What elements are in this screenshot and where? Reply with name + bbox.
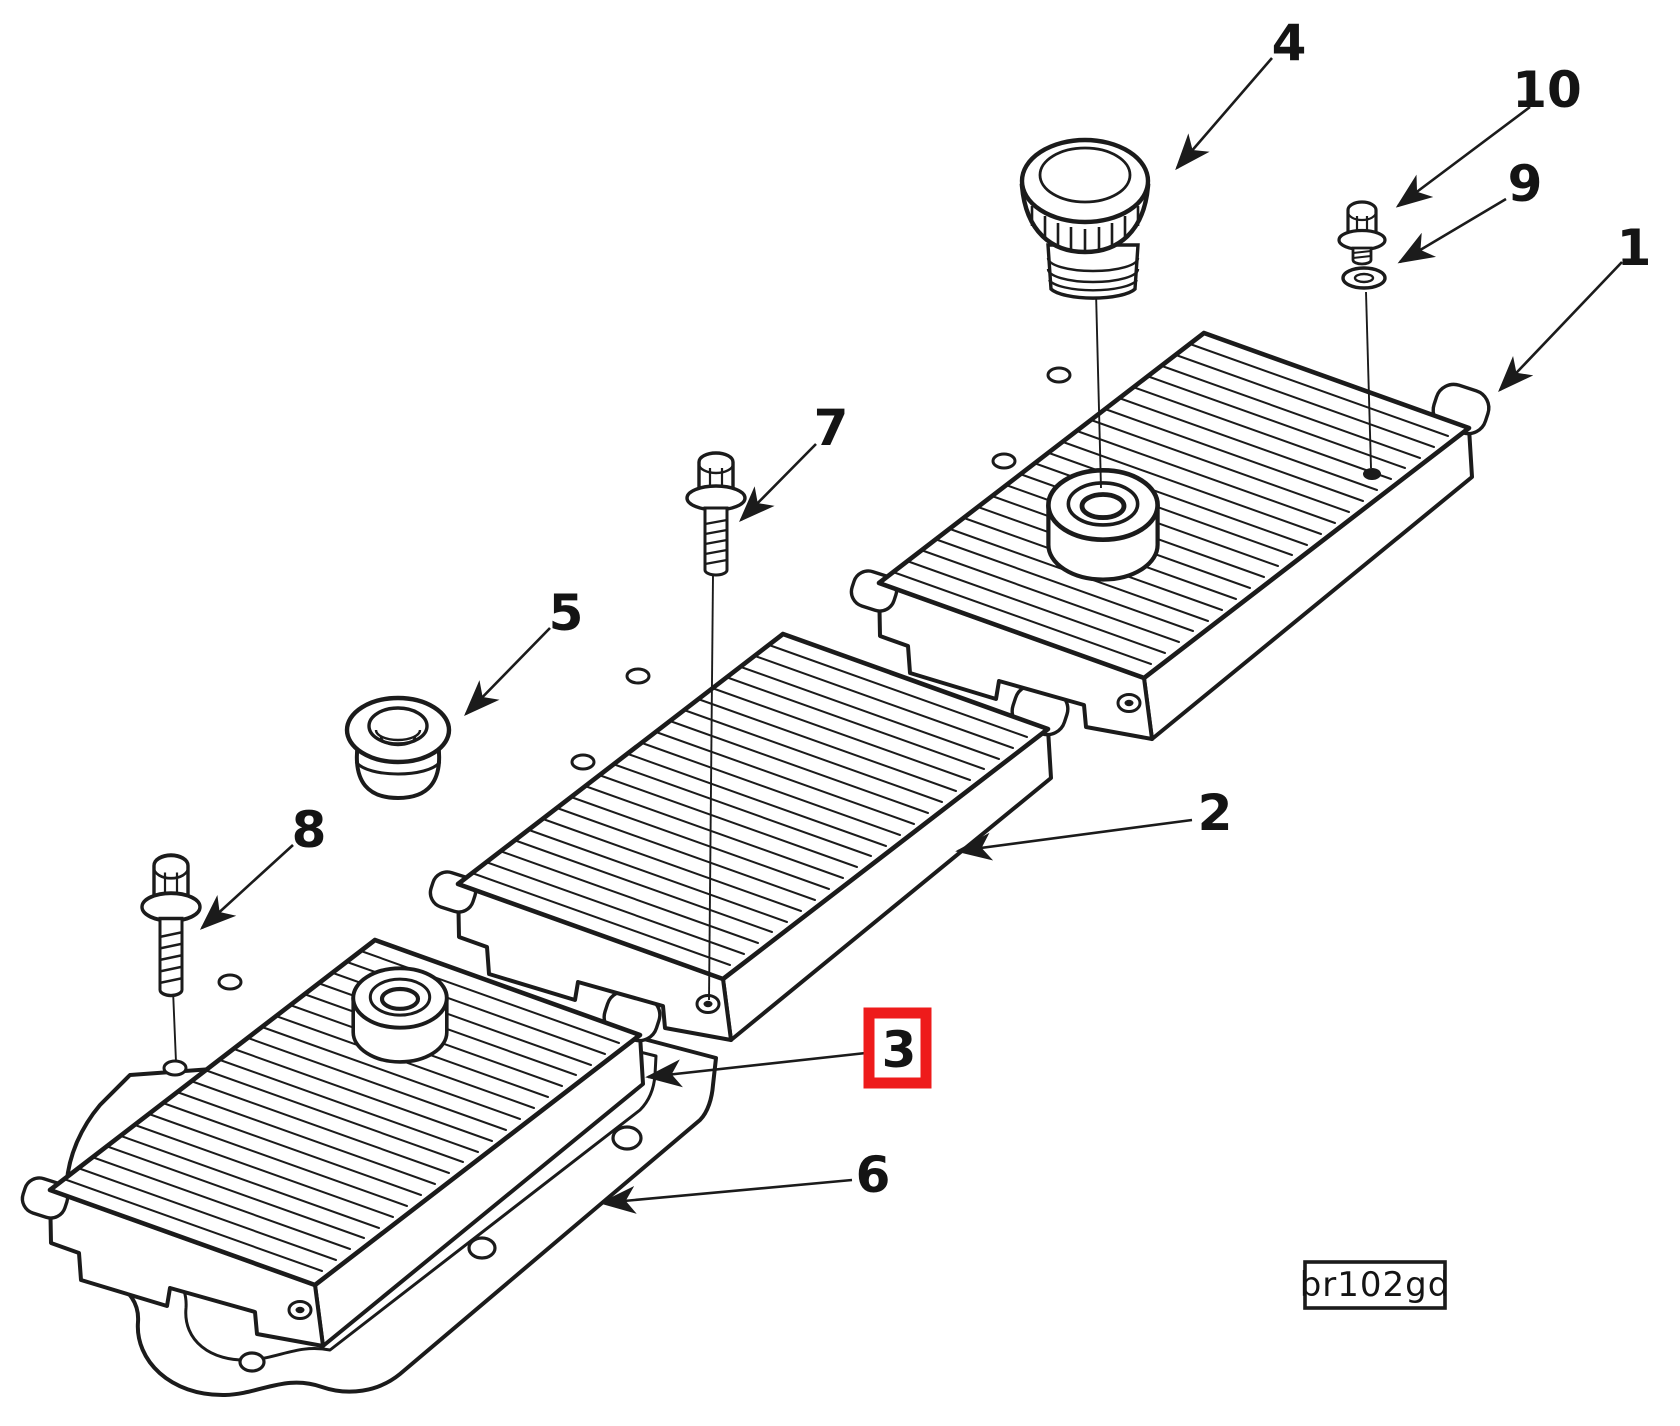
callout-number-6: 6 [856, 1146, 891, 1204]
callout-number-7: 7 [814, 399, 849, 457]
callout-number-2: 2 [1198, 784, 1233, 842]
part-bolt-7 [685, 451, 747, 1001]
cover3-filler-boss [353, 968, 447, 1062]
leader-callout-9 [1397, 197, 1507, 264]
callout-number-5: 5 [549, 584, 584, 642]
leader-callout-3 [645, 1049, 885, 1088]
leader-callout-8 [199, 844, 294, 930]
part-plug-bolt [1337, 200, 1387, 469]
leader-callout-4 [1175, 57, 1273, 171]
drawing-code-box: br102gd [1300, 1260, 1451, 1310]
part-cover-top-right [848, 333, 1494, 739]
part-bolt-8 [140, 853, 202, 1063]
leader-callout-1 [1498, 261, 1623, 393]
part-filler-cap [1019, 137, 1151, 489]
leader-callout-2 [955, 818, 1193, 861]
drawing-code-label: br102gd [1300, 1265, 1451, 1305]
leader-callout-5 [464, 627, 551, 717]
callout-number-8: 8 [292, 801, 327, 859]
callout-number-10: 10 [1512, 61, 1582, 119]
callout-number-9: 9 [1508, 155, 1543, 213]
callout-leaders [199, 57, 1623, 1214]
callout-number-4: 4 [1272, 14, 1307, 72]
part-cover-bottom-left [19, 940, 665, 1346]
leader-callout-10 [1395, 105, 1531, 208]
callout-number-3: 3 [882, 1021, 917, 1079]
callout-numbers: 1 2 4 5 6 7 8 9 10 [292, 14, 1652, 1204]
callout-number-1: 1 [1617, 219, 1652, 277]
cover1-bolt-hole [1363, 468, 1381, 480]
part-grommet [344, 695, 452, 801]
part-washer [1341, 266, 1387, 290]
highlight-box [863, 1007, 932, 1089]
leader-callout-6 [599, 1178, 853, 1214]
cover1-filler-boss [1048, 470, 1157, 579]
leader-callout-7 [739, 443, 817, 522]
highlight-callout-3: 3 [863, 1007, 932, 1089]
